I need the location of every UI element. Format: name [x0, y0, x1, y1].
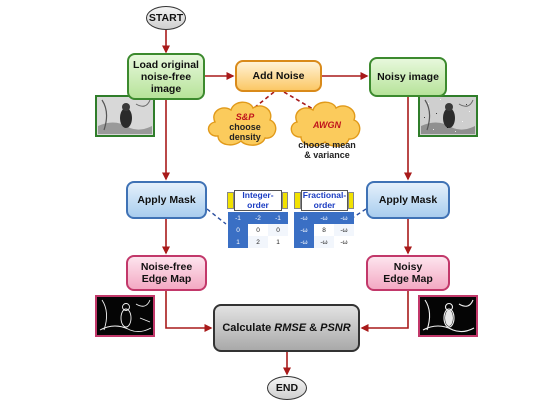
arrow-edge-clean-to-calc	[165, 291, 213, 332]
noisy-image-thumb	[418, 95, 478, 137]
arrow-edge-noisy-to-calc	[360, 291, 409, 332]
integer-mask-cell: 1	[228, 236, 248, 248]
fractional-mask-cell: -ω	[294, 212, 314, 224]
sp-cloud-label: S&P choose density	[214, 112, 276, 142]
integer-mask-cell: -1	[268, 212, 288, 224]
fractional-mask-cell: -ω	[334, 224, 354, 236]
clean-edge-map-thumb	[95, 295, 155, 337]
integer-mask-left-bar	[227, 192, 234, 209]
noise-option-links	[248, 91, 319, 113]
integer-mask-cell: 0	[228, 224, 248, 236]
fractional-mask-right-bar	[348, 192, 354, 209]
calc-and: &	[306, 322, 321, 334]
awgn-title: AWGN	[313, 120, 341, 130]
start-node: START	[146, 6, 186, 30]
awgn-cloud-shape	[290, 101, 361, 147]
noisy-image-node: Noisy image	[369, 57, 447, 97]
calc-rmse: RMSE	[274, 322, 307, 334]
add-noise-node: Add Noise	[235, 60, 322, 92]
end-node: END	[267, 376, 307, 400]
apply-mask-left-node: Apply Mask	[126, 181, 207, 219]
integer-mask-cell: -2	[248, 212, 268, 224]
noisy-edge-map-node: Noisy Edge Map	[366, 255, 450, 291]
integer-mask-cell: 1	[268, 236, 288, 248]
fractional-mask-cell: -ω	[314, 212, 334, 224]
integer-mask-title: Integer- order	[234, 190, 282, 211]
flow-arrows	[162, 30, 412, 376]
calc-psnr: PSNR	[320, 322, 351, 334]
calculate-metrics-node: Calculate RMSE & PSNR	[213, 304, 360, 352]
integer-mask-cell: -1	[228, 212, 248, 224]
dashed-link-sp	[248, 91, 275, 113]
awgn-cloud-label: AWGN choose mean & variance	[296, 110, 358, 160]
fractional-mask-title: Fractional- order	[301, 190, 348, 211]
load-image-node: Load original noise-free image	[127, 53, 205, 100]
fractional-mask-cell: -ω	[314, 236, 334, 248]
sp-cloud-shape	[207, 101, 277, 146]
integer-mask-cell: 0	[268, 224, 288, 236]
dashed-link-integer-mask	[206, 208, 227, 225]
integer-mask-cell: 2	[248, 236, 268, 248]
sp-title: S&P	[235, 112, 255, 122]
awgn-cloud	[290, 101, 361, 147]
fractional-mask-cell: -ω	[334, 212, 354, 224]
noisy-edge-map-thumb	[418, 295, 478, 337]
awgn-subtitle: choose mean & variance	[298, 140, 356, 160]
fractional-mask-left-bar	[294, 192, 301, 209]
calc-prefix: Calculate	[222, 322, 275, 334]
fractional-mask-cell: -ω	[334, 236, 354, 248]
sp-subtitle: choose density	[229, 122, 261, 142]
integer-mask-cell: 0	[248, 224, 268, 236]
fractional-mask-cell: -ω	[294, 236, 314, 248]
integer-mask-right-bar	[282, 192, 288, 209]
fractional-mask-cell: 8	[314, 224, 334, 236]
sp-cloud	[207, 101, 277, 146]
original-image-thumb	[95, 95, 155, 137]
fractional-mask-cell: -ω	[294, 224, 314, 236]
clean-edge-map-node: Noise-free Edge Map	[126, 255, 207, 291]
apply-mask-right-node: Apply Mask	[366, 181, 450, 219]
